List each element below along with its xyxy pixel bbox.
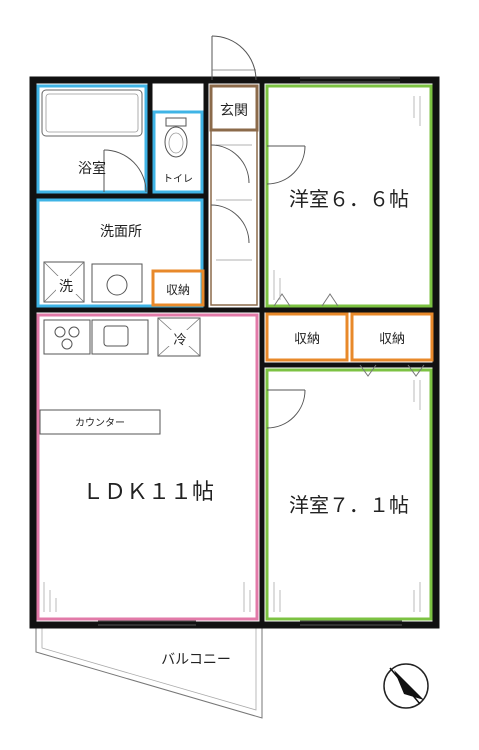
washroom (36, 198, 204, 308)
washroom-label: 洗面所 (100, 224, 142, 240)
closet-doors (273, 293, 425, 377)
ldk-room (36, 313, 259, 621)
window-bottom-left (98, 620, 196, 626)
toilet-icon (164, 117, 188, 158)
bath-room (36, 84, 148, 194)
storage-mid-1-label: 収納 (294, 332, 320, 347)
western-room-2-label: 洋室７．１帖 (289, 493, 409, 517)
corridor-doors (210, 144, 250, 244)
window-top (300, 77, 400, 83)
entrance-label: 玄関 (220, 102, 248, 119)
window-bottom-right (300, 620, 402, 626)
storage-mid-2-label: 収納 (379, 332, 405, 347)
outer-wall (29, 76, 440, 629)
ldk-label: ＬＤＫ１１帖 (82, 480, 214, 505)
sink-icon (91, 263, 143, 303)
western-room-2-door (266, 389, 306, 429)
fridge-label: 冷 (173, 333, 186, 348)
corridor-lines (216, 144, 252, 261)
balcony-outline (35, 623, 263, 719)
western-room-1 (265, 84, 433, 308)
compass-north-icon (383, 663, 429, 709)
counter (39, 409, 161, 435)
bath-door (103, 149, 147, 193)
storage-wash (151, 269, 205, 307)
fridge-icon (157, 317, 201, 357)
western-room-1-door (266, 145, 306, 185)
corridor (210, 129, 258, 306)
balcony-label: バルコニー (161, 652, 231, 668)
storage-mid-1 (265, 312, 349, 362)
washer-icon (43, 261, 85, 303)
washer-label: 洗 (59, 279, 73, 295)
hatch-marks (43, 96, 421, 612)
sink-icon-kitchen (91, 319, 149, 355)
toilet-room (152, 110, 204, 194)
stove-burner-icon (43, 319, 91, 355)
entry-door (211, 35, 257, 81)
toilet-label: トイレ (163, 174, 193, 185)
bath-label: 浴室 (78, 160, 106, 177)
storage-mid-2 (350, 312, 434, 362)
balcony-inner (41, 627, 257, 711)
western-room-1-label: 洋室６．６帖 (289, 187, 409, 211)
bathtub (41, 89, 143, 137)
interior-walls (33, 80, 436, 625)
bathtub-inner (45, 93, 139, 133)
western-room-2 (265, 368, 433, 621)
counter-label: カウンター (75, 417, 125, 429)
storage-wash-label: 収納 (166, 283, 190, 297)
